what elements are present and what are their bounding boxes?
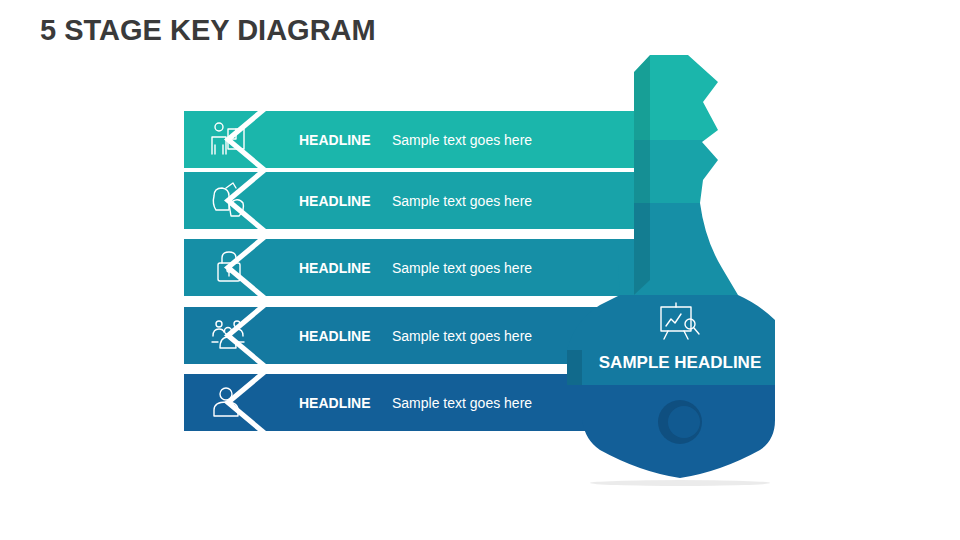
stage-headline: HEADLINE [299,260,371,276]
stage-headline: HEADLINE [299,328,371,344]
key-body: SAMPLE HEADLINE [560,50,785,490]
stage-text: Sample text goes here [392,132,532,148]
puzzle-person-icon [212,123,244,154]
stage-band: HEADLINE Sample text goes here [184,239,640,296]
stage-text: Sample text goes here [392,395,532,411]
diagram-title: 5 STAGE KEY DIAGRAM [40,14,376,47]
stage-text: Sample text goes here [392,328,532,344]
team-icon [212,321,244,348]
key-headline: SAMPLE HEADLINE [599,353,761,373]
stage-headline: HEADLINE [299,395,371,411]
stage-headline: HEADLINE [299,193,371,209]
stage-headline: HEADLINE [299,132,371,148]
stage-text: Sample text goes here [392,193,532,209]
stage-band: HEADLINE Sample text goes here [184,111,640,168]
gloves-icon [213,183,243,216]
padlock-icon [218,252,240,281]
key-shape [560,50,785,490]
stage-band: HEADLINE Sample text goes here [184,172,640,229]
person-icon [214,388,238,416]
stage-text: Sample text goes here [392,260,532,276]
